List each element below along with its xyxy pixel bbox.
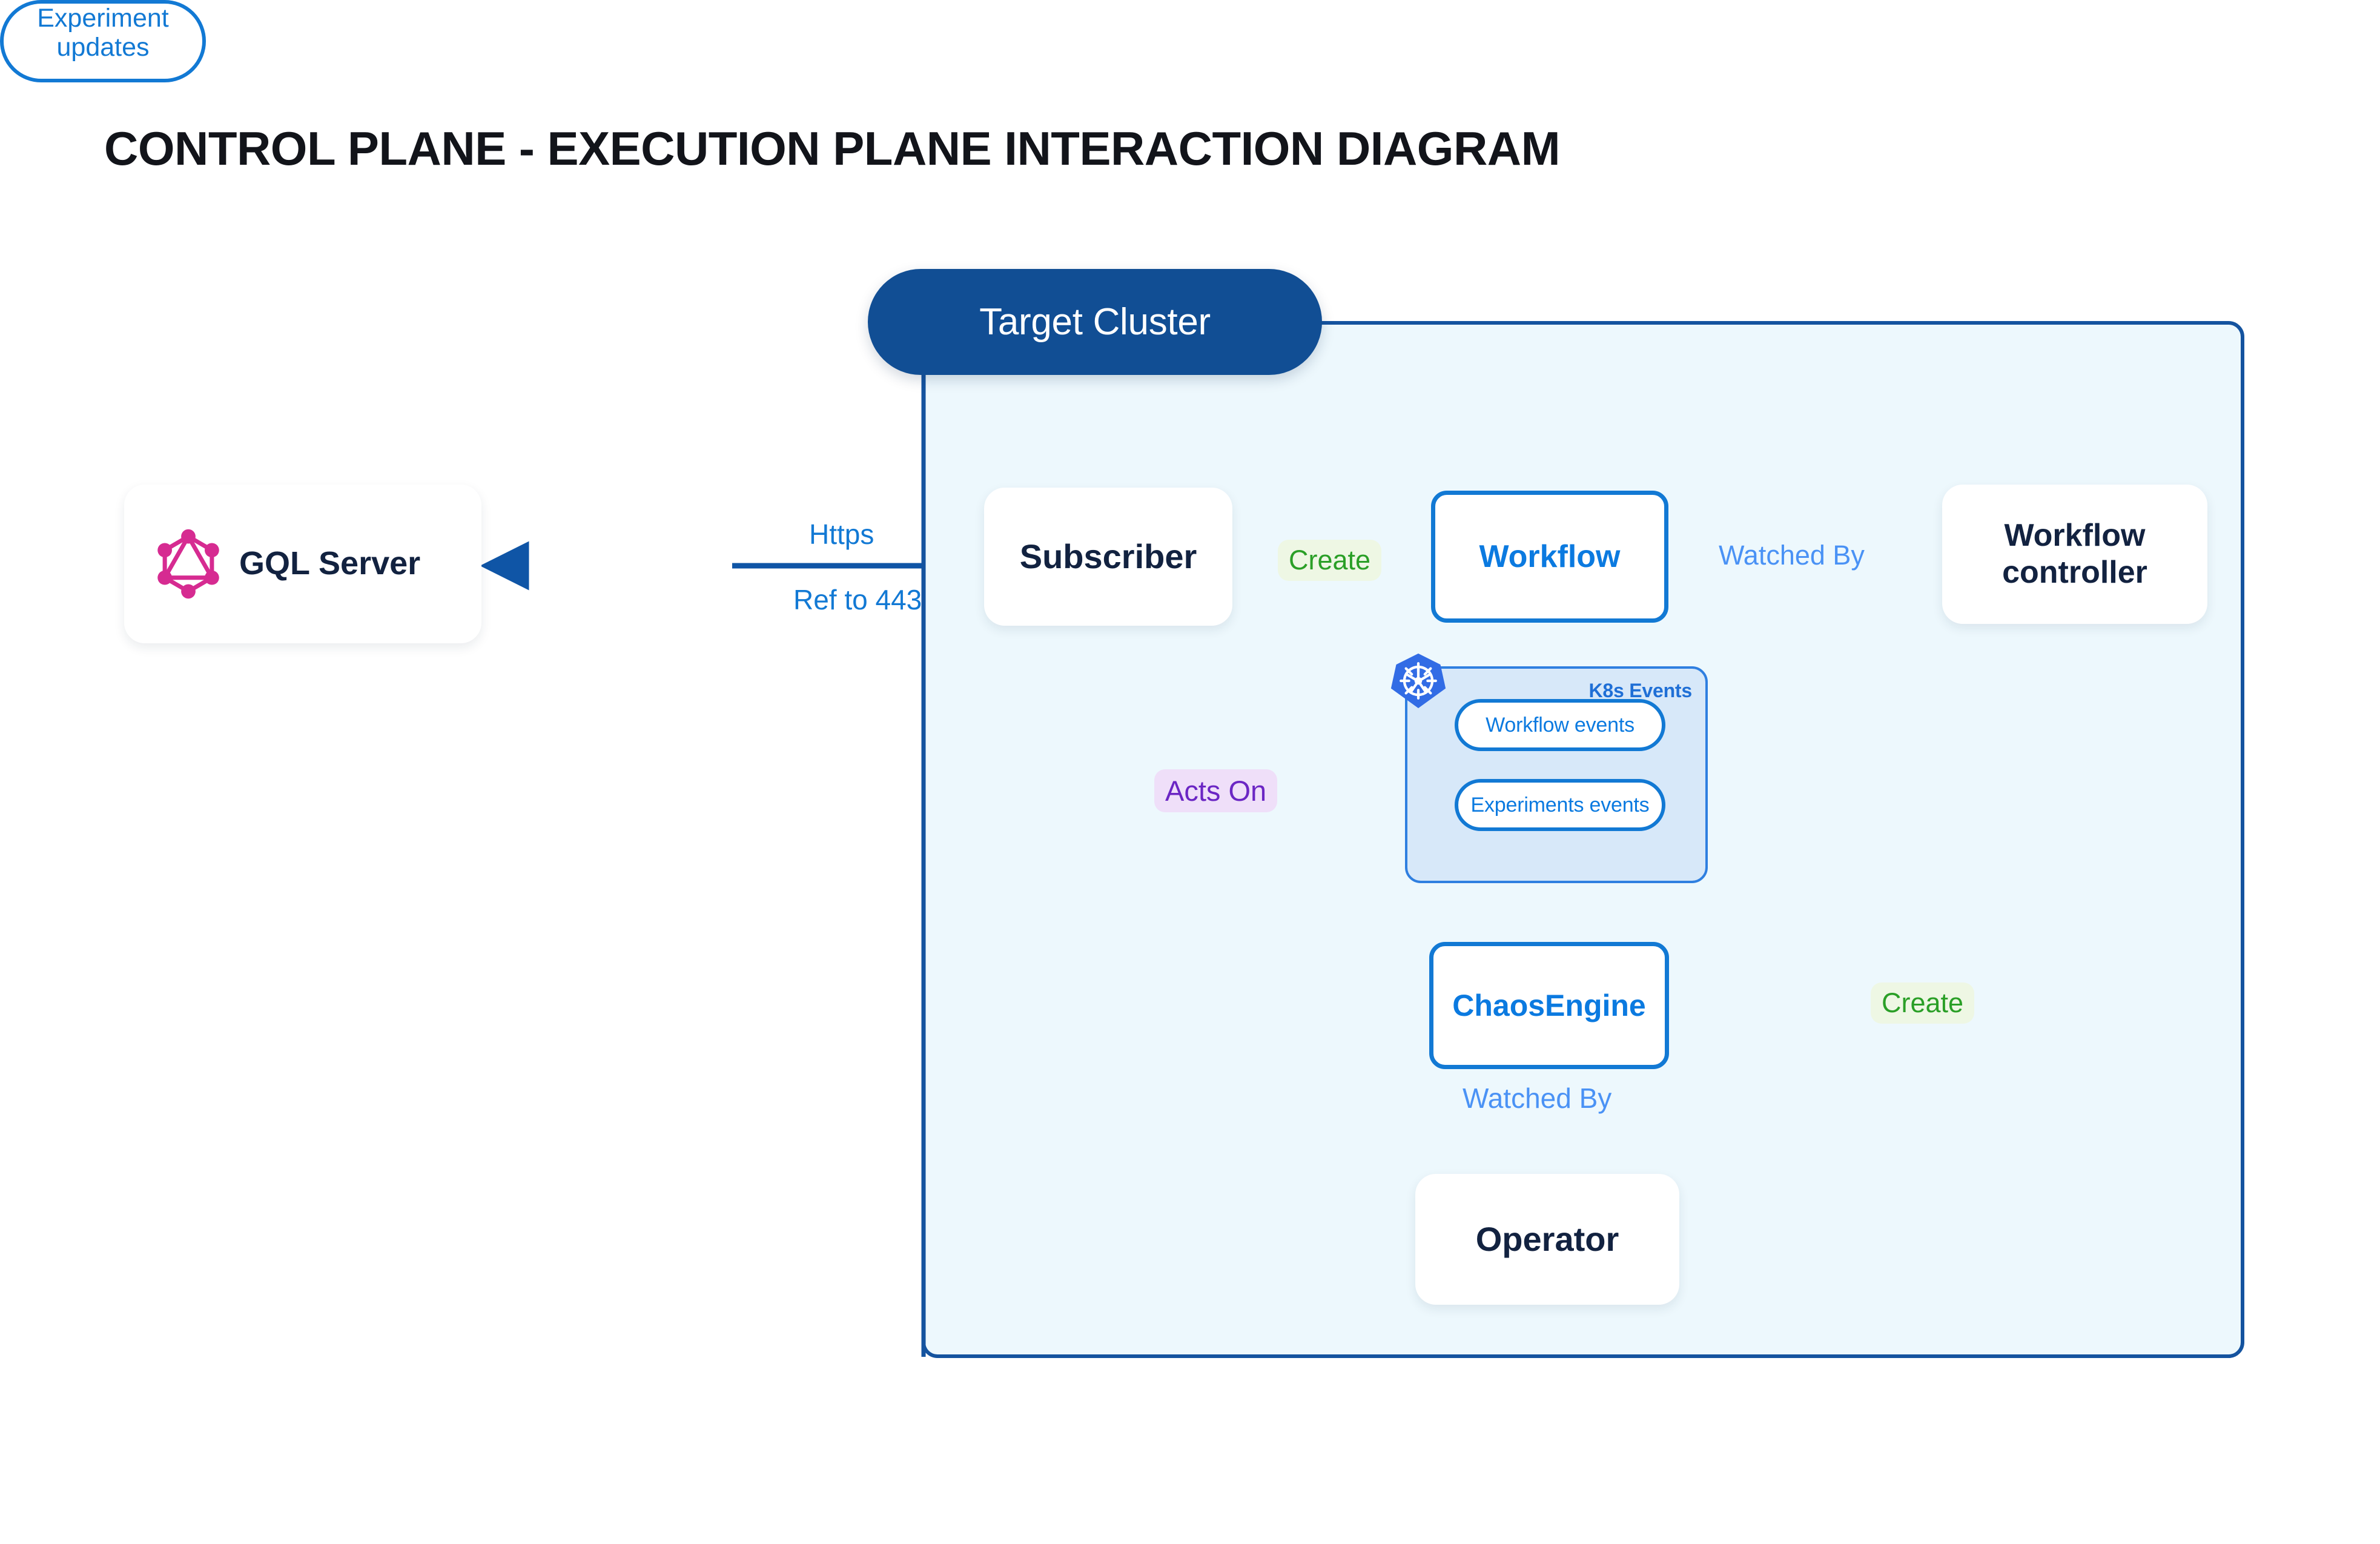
edge-label-create-subscriber-workflow: Create — [1278, 540, 1382, 581]
edge-label-create-chaosengine: Create — [1871, 982, 1975, 1024]
k8s-event-pill-experiments-events[interactable]: Experiments events — [1455, 779, 1665, 831]
k8s-events-group-title: K8s Events — [1588, 680, 1692, 701]
k8s-events-group: K8s Events Workflow e — [1390, 653, 1708, 883]
node-workflow[interactable]: Workflow — [1431, 491, 1668, 623]
page-title: CONTROL PLANE - EXECUTION PLANE INTERACT… — [104, 122, 1561, 175]
node-chaosengine[interactable]: ChaosEngine — [1429, 942, 1669, 1069]
node-operator-label: Operator — [1475, 1219, 1619, 1258]
target-cluster-badge: Target Cluster — [868, 269, 1322, 375]
edge-label-experiment-updates-line1: Experiment — [37, 4, 169, 33]
k8s-event-pill-label: Workflow events — [1486, 713, 1635, 737]
edge-label-acts-on: Acts On — [1154, 769, 1278, 812]
target-cluster-label: Target Cluster — [979, 301, 1211, 343]
edge-label-experiment-updates: Experiment updates — [0, 0, 206, 82]
kubernetes-icon — [1390, 653, 1446, 709]
node-gql-server-label: GQL Server — [239, 545, 421, 582]
node-workflow-controller-label: Workflow controller — [2002, 517, 2147, 590]
k8s-event-pill-workflow-events[interactable]: Workflow events — [1455, 699, 1665, 751]
node-chaosengine-label: ChaosEngine — [1452, 989, 1646, 1022]
node-gql-server[interactable]: GQL Server — [124, 485, 481, 643]
graphql-icon — [157, 529, 219, 599]
node-workflow-label: Workflow — [1479, 539, 1621, 574]
node-operator[interactable]: Operator — [1415, 1174, 1679, 1305]
edge-label-ref-to-443: Ref to 443 — [793, 584, 922, 615]
edge-subscriber-to-gql — [480, 541, 997, 591]
k8s-event-pill-label: Experiments events — [1470, 793, 1650, 817]
node-subscriber-label: Subscriber — [1019, 537, 1197, 575]
edge-label-watched-by-workflow-controller: Watched By — [1719, 540, 1865, 571]
node-subscriber[interactable]: Subscriber — [984, 488, 1232, 626]
node-workflow-controller[interactable]: Workflow controller — [1942, 485, 2207, 624]
edge-label-watched-by-operator: Watched By — [1463, 1082, 1612, 1114]
edge-label-experiment-updates-line2: updates — [56, 33, 150, 62]
edge-label-https: Https — [809, 519, 874, 550]
